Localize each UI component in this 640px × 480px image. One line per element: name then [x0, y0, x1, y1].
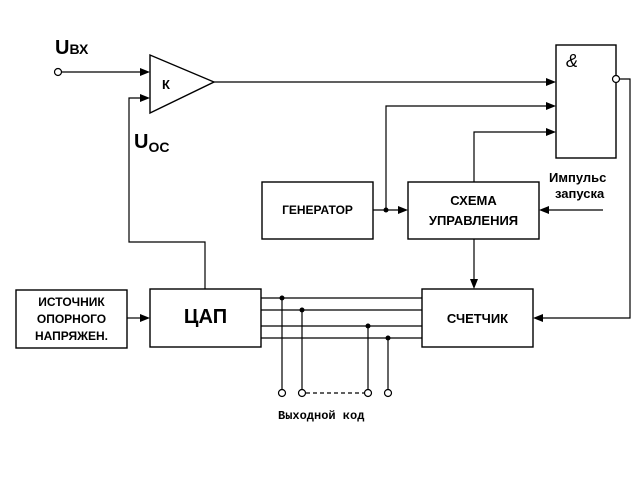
control-circuit-label-line1: СХЕМА: [450, 193, 497, 208]
output-code-label: Выходной код: [278, 409, 365, 423]
reference-source-label-line1: ИСТОЧНИК: [38, 295, 105, 309]
control-circuit-box: [407, 181, 540, 240]
comparator-output-arrow: [546, 78, 556, 86]
generator-to-gate-arrow: [546, 102, 556, 110]
reference-source-label-line3: НАПРЯЖЕН.: [35, 329, 108, 343]
start-pulse-arrow: [539, 206, 549, 214]
start-pulse-label-line1: Импульс: [549, 170, 607, 185]
generator-to-gate-wire: [385, 105, 547, 210]
reference-source-label-line2: ОПОРНОГО: [36, 312, 107, 326]
output-terminal-2: [297, 388, 307, 398]
generator-box: [261, 181, 374, 240]
and-gate-inverted-output: [611, 74, 621, 84]
output-terminal-1: [277, 388, 287, 398]
control-circuit-label-line2: УПРАВЛЕНИЯ: [428, 213, 519, 228]
reference-source-box: [15, 289, 128, 349]
generator-label: ГЕНЕРАТОР: [282, 203, 353, 217]
output-terminal-3: [363, 388, 373, 398]
input-arrow: [140, 68, 150, 76]
feedback-voltage-label: UОС: [134, 131, 170, 155]
feedback-wire: [128, 97, 206, 289]
and-gate-box: [555, 44, 617, 159]
feedback-arrow: [140, 94, 150, 102]
start-pulse-label-line2: запуска: [555, 186, 605, 201]
gate-to-counter-arrow: [533, 314, 543, 322]
dac-label: ЦАП: [183, 306, 228, 328]
comparator-triangle: [149, 53, 216, 115]
reference-to-dac-arrow: [140, 314, 150, 322]
comparator-gain-label: К: [162, 77, 170, 92]
output-terminal-4: [383, 388, 393, 398]
counter-label: СЧЕТЧИК: [446, 311, 509, 326]
and-gate-label: &: [566, 51, 579, 71]
control-to-counter-arrow: [470, 279, 478, 289]
input-terminal: [53, 67, 63, 77]
control-to-gate-arrow: [546, 128, 556, 136]
generator-output-arrow: [398, 206, 408, 214]
control-to-gate-wire: [473, 131, 547, 182]
gate-to-counter-wire: [542, 78, 631, 319]
input-voltage-label: UВХ: [55, 37, 89, 59]
